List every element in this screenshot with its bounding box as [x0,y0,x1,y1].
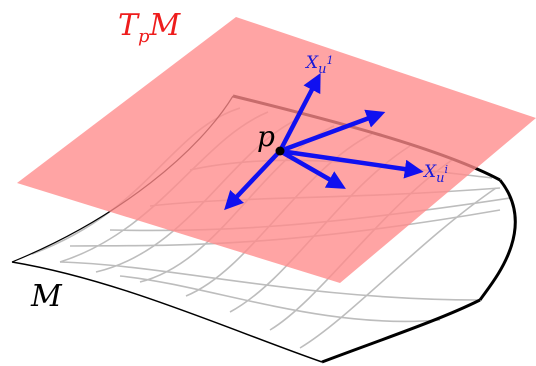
vector-x-u1 [277,72,321,154]
vector-up-right [277,109,386,154]
vector-x-u1-label: Xu1 [304,53,333,77]
manifold-right-edge [478,179,517,301]
point-label: p [257,120,275,153]
vector-x-ui [277,148,424,179]
vector-down-left [224,148,283,211]
point-p [275,146,285,156]
tangent-vectors [224,72,424,211]
vector-x-ui-label: Xui [422,162,448,186]
tangent-plane-label: TpM [118,8,182,47]
manifold-front-edge [321,298,481,364]
manifold-label: M [30,279,63,314]
vector-down-right [277,148,346,189]
manifold-left-edge [11,261,323,363]
